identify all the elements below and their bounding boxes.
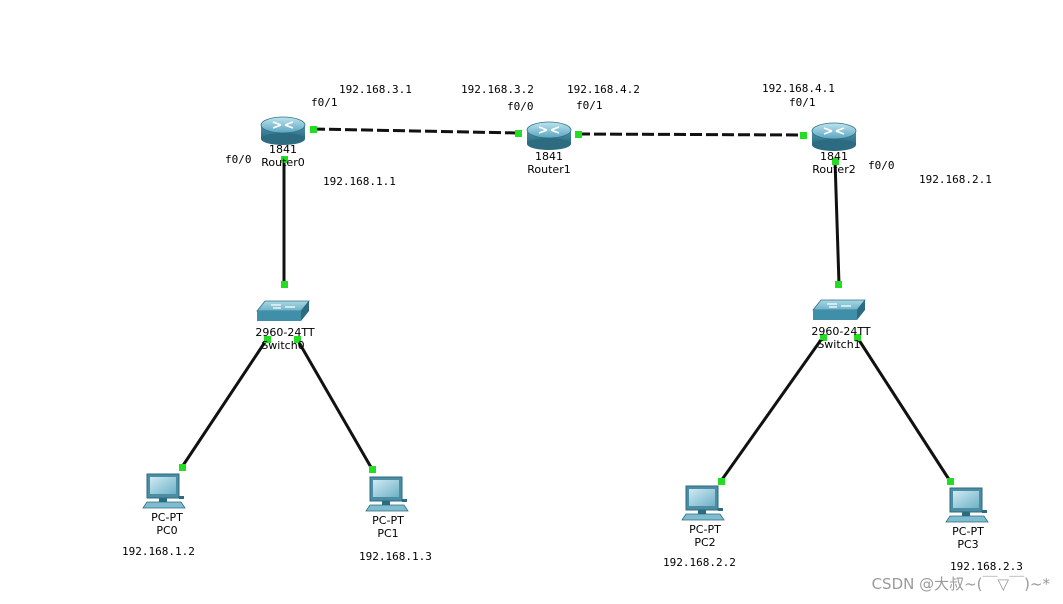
switch-model-label: 2960-24TT [811, 325, 870, 338]
pc-name-label: PC2 [694, 536, 715, 549]
port-light [179, 464, 186, 471]
port-light [820, 334, 827, 341]
ip-label-pc0: 192.168.1.2 [122, 545, 195, 558]
pc-icon [945, 487, 989, 523]
switch-icon [256, 300, 310, 321]
router-model-label: 1841 [535, 150, 563, 163]
port-light [310, 126, 317, 133]
router-router1[interactable]: 1841 Router1 [526, 121, 572, 176]
ip-label-r2-f0-0: 192.168.2.1 [919, 173, 992, 186]
link-switch1-pc3[interactable] [855, 336, 952, 482]
pc-model-label: PC-PT [151, 511, 183, 524]
router-name-label: Router1 [527, 163, 570, 176]
ip-label-pc3: 192.168.2.3 [950, 560, 1023, 573]
port-light [515, 130, 522, 137]
interface-label-r1-f0-0: f0/0 [507, 100, 534, 113]
interface-label-r0-f0-0: f0/0 [225, 153, 252, 166]
switch-model-label: 2960-24TT [255, 326, 314, 339]
port-light [369, 466, 376, 473]
pc-model-label: PC-PT [372, 514, 404, 527]
pc-pc2[interactable]: PC-PT PC2 [681, 485, 725, 549]
switch-name-label: Switch0 [261, 339, 304, 352]
link-switch1-pc2[interactable] [719, 336, 825, 482]
router-name-label: Router2 [812, 163, 855, 176]
router-router2[interactable]: 1841 Router2 [811, 122, 857, 176]
port-light [575, 131, 582, 138]
ip-label-r0-f0-0: 192.168.1.1 [323, 175, 396, 188]
link-router0-router1[interactable] [312, 127, 519, 135]
port-light [835, 281, 842, 288]
watermark: CSDN @大叔~(￣▽￣)~* [872, 575, 1051, 593]
pc-name-label: PC3 [957, 538, 978, 551]
link-switch0-pc0[interactable] [180, 338, 269, 468]
port-light [281, 156, 288, 163]
router-model-label: 1841 [820, 150, 848, 163]
pc-icon [681, 485, 725, 521]
router-name-label: Router0 [261, 156, 304, 169]
pc-model-label: PC-PT [952, 525, 984, 538]
port-light [854, 334, 861, 341]
ip-label-r2-f0-1: 192.168.4.1 [762, 82, 835, 95]
interface-label-r0-f0-1: f0/1 [311, 96, 338, 109]
port-light [281, 281, 288, 288]
link-router1-router2[interactable] [577, 132, 805, 137]
pc-icon [365, 476, 409, 512]
port-light [264, 336, 271, 343]
links [180, 127, 952, 482]
link-router2-switch1[interactable] [833, 159, 841, 285]
pc-pc1[interactable]: PC-PT PC1 [365, 476, 409, 540]
port-lights [179, 126, 954, 485]
ip-label-pc1: 192.168.1.3 [359, 550, 432, 563]
switch-icon [812, 299, 866, 320]
router-model-label: 1841 [269, 143, 297, 156]
interface-label-r1-f0-1: f0/1 [576, 99, 603, 112]
switch-switch0[interactable]: 2960-24TT Switch0 [255, 300, 315, 352]
link-switch0-pc1[interactable] [295, 338, 374, 470]
pc-model-label: PC-PT [689, 523, 721, 536]
interface-label-r2-f0-1: f0/1 [789, 96, 816, 109]
switch-switch1[interactable]: 2960-24TT Switch1 [811, 299, 871, 351]
router-router0[interactable]: 1841 Router0 [260, 116, 306, 169]
pc-name-label: PC1 [377, 527, 398, 540]
switch-name-label: Switch1 [817, 338, 860, 351]
interface-labels: f0/1 f0/0 f0/0 f0/1 f0/1 f0/0 [225, 96, 895, 172]
pc-name-label: PC0 [156, 524, 177, 537]
port-light [294, 336, 301, 343]
port-light [832, 158, 839, 165]
port-light [947, 478, 954, 485]
ip-label-pc2: 192.168.2.2 [663, 556, 736, 569]
pc-pc3[interactable]: PC-PT PC3 [945, 487, 989, 551]
router-icon [260, 116, 306, 145]
router-icon [526, 121, 572, 150]
ip-label-r1-f0-0: 192.168.3.2 [461, 83, 534, 96]
pc-icon [142, 473, 186, 509]
port-light [718, 478, 725, 485]
port-light [800, 132, 807, 139]
ip-labels: 192.168.3.1 192.168.1.1 192.168.3.2 192.… [122, 82, 1023, 573]
ip-label-r1-f0-1: 192.168.4.2 [567, 83, 640, 96]
interface-label-r2-f0-0: f0/0 [868, 159, 895, 172]
pc-pc0[interactable]: PC-PT PC0 [142, 473, 186, 537]
ip-label-r0-f0-1: 192.168.3.1 [339, 83, 412, 96]
router-icon [811, 122, 857, 151]
